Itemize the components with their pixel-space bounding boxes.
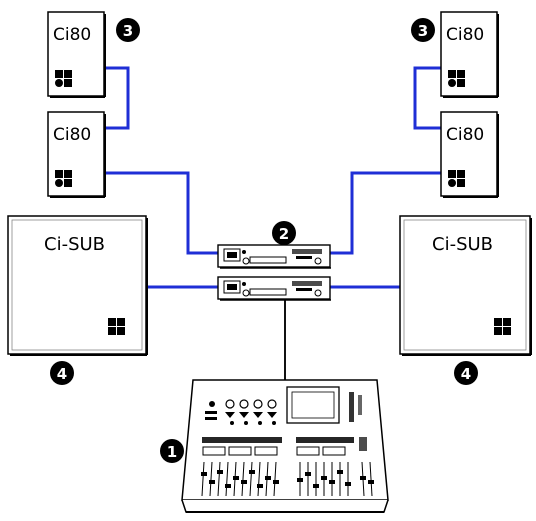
badge-sub-right: 4 <box>454 361 478 385</box>
ci-sub-label: Ci-SUB <box>44 234 105 255</box>
knob-row <box>205 399 277 425</box>
ci80-top-left: Ci80 <box>47 11 106 98</box>
badge-number: 3 <box>123 22 133 40</box>
badge-mixer: 1 <box>160 439 184 463</box>
mixing-console <box>181 379 389 513</box>
badge-number: 4 <box>57 365 67 383</box>
channel-buttons <box>202 437 367 456</box>
badge-number: 1 <box>167 443 177 461</box>
cable-ci80-left-to-amp <box>104 171 220 255</box>
fader-caps <box>201 470 374 488</box>
logo-icon <box>448 170 465 187</box>
ci80-top-right: Ci80 <box>440 11 499 98</box>
badge-number: 3 <box>418 22 428 40</box>
badge-ci80-left: 3 <box>116 18 140 42</box>
ci80-label: Ci80 <box>446 25 484 45</box>
ci-sub-label: Ci-SUB <box>432 234 493 255</box>
amplifier-2 <box>217 276 331 301</box>
amplifier-1 <box>217 244 331 269</box>
ci80-label: Ci80 <box>53 125 91 145</box>
logo-icon <box>494 318 511 335</box>
badge-amps: 2 <box>272 221 296 245</box>
ci80-label: Ci80 <box>446 125 484 145</box>
logo-icon <box>55 70 72 87</box>
cables <box>104 66 441 380</box>
badge-number: 2 <box>279 225 289 243</box>
badge-ci80-right: 3 <box>411 18 435 42</box>
logo-icon <box>55 170 72 187</box>
ci80-mid-left: Ci80 <box>47 111 106 198</box>
ci-sub-left: Ci-SUB <box>7 215 148 356</box>
badge-sub-left: 4 <box>50 361 74 385</box>
ci80-label: Ci80 <box>53 25 91 45</box>
badge-number: 4 <box>461 365 471 383</box>
ci80-mid-right: Ci80 <box>440 111 499 198</box>
cable-ci80-right-link <box>413 66 441 130</box>
cable-ci80-right-to-amp <box>330 171 441 255</box>
logo-icon <box>108 318 125 335</box>
ci-sub-right: Ci-SUB <box>399 215 532 356</box>
logo-icon <box>448 70 465 87</box>
cable-ci80-left-link <box>104 66 130 130</box>
